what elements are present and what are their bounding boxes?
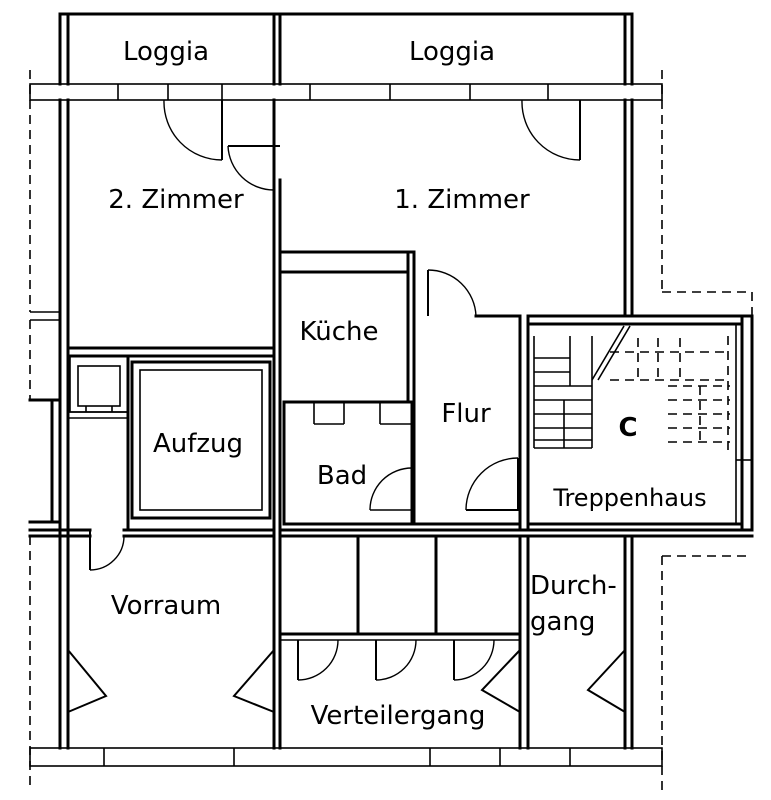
label-loggia-left: Loggia xyxy=(123,37,209,67)
label-zimmer-1: 1. Zimmer xyxy=(394,185,530,215)
door-vorraum-left xyxy=(67,649,108,713)
label-treppenhaus: Treppenhaus xyxy=(552,484,706,512)
stair-symbol: C xyxy=(618,413,637,443)
label-durchgang-1: Durch- xyxy=(530,571,617,601)
label-vorraum: Vorraum xyxy=(111,591,221,621)
label-loggia-right: Loggia xyxy=(409,37,495,67)
label-zimmer-2: 2. Zimmer xyxy=(108,185,244,215)
door-bad xyxy=(369,467,413,511)
label-flur: Flur xyxy=(441,399,491,429)
door-between-zimmer xyxy=(227,145,280,191)
label-aufzug: Aufzug xyxy=(153,429,243,459)
doors xyxy=(67,99,626,713)
dashed-outlines xyxy=(29,70,753,790)
door-zimmer1-loggia xyxy=(521,99,581,161)
stairs xyxy=(533,325,730,450)
door-verteilergang-right xyxy=(480,649,521,713)
door-vorraum-right xyxy=(232,649,275,713)
door-vorraum xyxy=(89,530,125,571)
door-storage-2 xyxy=(375,639,417,681)
label-durchgang-2: gang xyxy=(530,607,595,637)
labels: Loggia Loggia 2. Zimmer 1. Zimmer Küche … xyxy=(108,37,706,731)
door-flur-treppenhaus xyxy=(465,457,520,511)
door-flur-zimmer xyxy=(427,269,477,317)
walls xyxy=(28,12,754,767)
door-zimmer2-loggia xyxy=(163,99,223,161)
door-storage-3 xyxy=(453,639,495,681)
door-durchgang-right xyxy=(586,649,626,713)
door-storage-1 xyxy=(297,639,339,681)
label-bad: Bad xyxy=(317,461,367,491)
label-kueche: Küche xyxy=(299,317,378,347)
label-verteilergang: Verteilergang xyxy=(311,701,486,731)
